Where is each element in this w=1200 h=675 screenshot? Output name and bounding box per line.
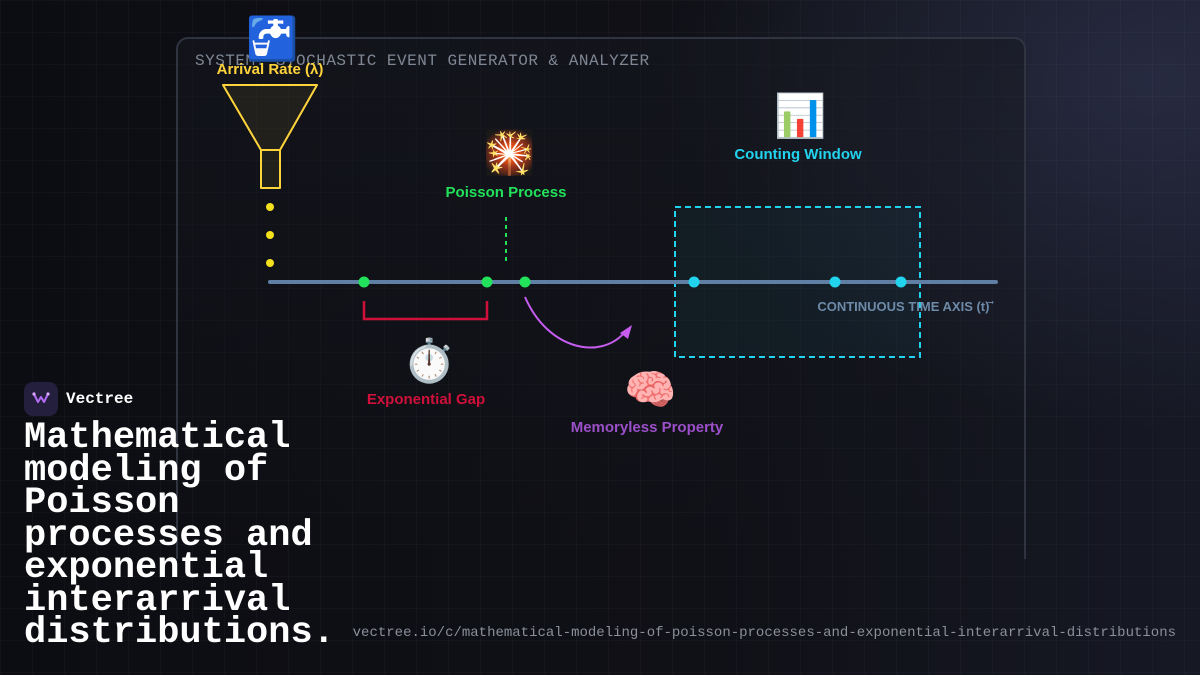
diagram-panel (176, 37, 1026, 559)
headline: Mathematical modeling of Poisson process… (24, 417, 335, 654)
poisson-process-label: Poisson Process (445, 184, 567, 201)
faucet-icon: 🚰 (246, 14, 299, 63)
memoryless-arrow (524, 296, 632, 349)
time-axis-label: CONTINUOUS TIME AXIS (t) ⃗ (817, 299, 994, 314)
vectree-logo-icon (24, 382, 58, 416)
exponential-gap-bracket (362, 301, 489, 321)
drop-dot (266, 259, 274, 267)
funnel-icon (222, 84, 318, 189)
bar-chart-icon: 📊 (774, 91, 827, 140)
event-dot (519, 276, 531, 288)
stopwatch-icon: ⏱️ (403, 336, 456, 385)
event-dot (829, 276, 841, 288)
brand[interactable]: Vectree (24, 382, 133, 416)
counting-window-label: Counting Window (734, 146, 862, 163)
event-dot (688, 276, 700, 288)
source-url[interactable]: vectree.io/c/mathematical-modeling-of-po… (352, 625, 1176, 641)
memoryless-property-label: Memoryless Property (570, 419, 724, 436)
fireworks-icon: 🎇 (483, 128, 536, 177)
drop-dot (266, 203, 274, 211)
exponential-gap-label: Exponential Gap (366, 391, 486, 408)
brain-icon: 🧠 (624, 365, 677, 414)
event-dot (358, 276, 370, 288)
event-dot (481, 276, 493, 288)
panel-title: SYSTEM: STOCHASTIC EVENT GENERATOR & ANA… (195, 52, 650, 70)
arrival-rate-label: Arrival Rate (λ) (216, 61, 324, 78)
event-dot (895, 276, 907, 288)
brand-name: Vectree (66, 390, 134, 408)
drop-dot (266, 231, 274, 239)
